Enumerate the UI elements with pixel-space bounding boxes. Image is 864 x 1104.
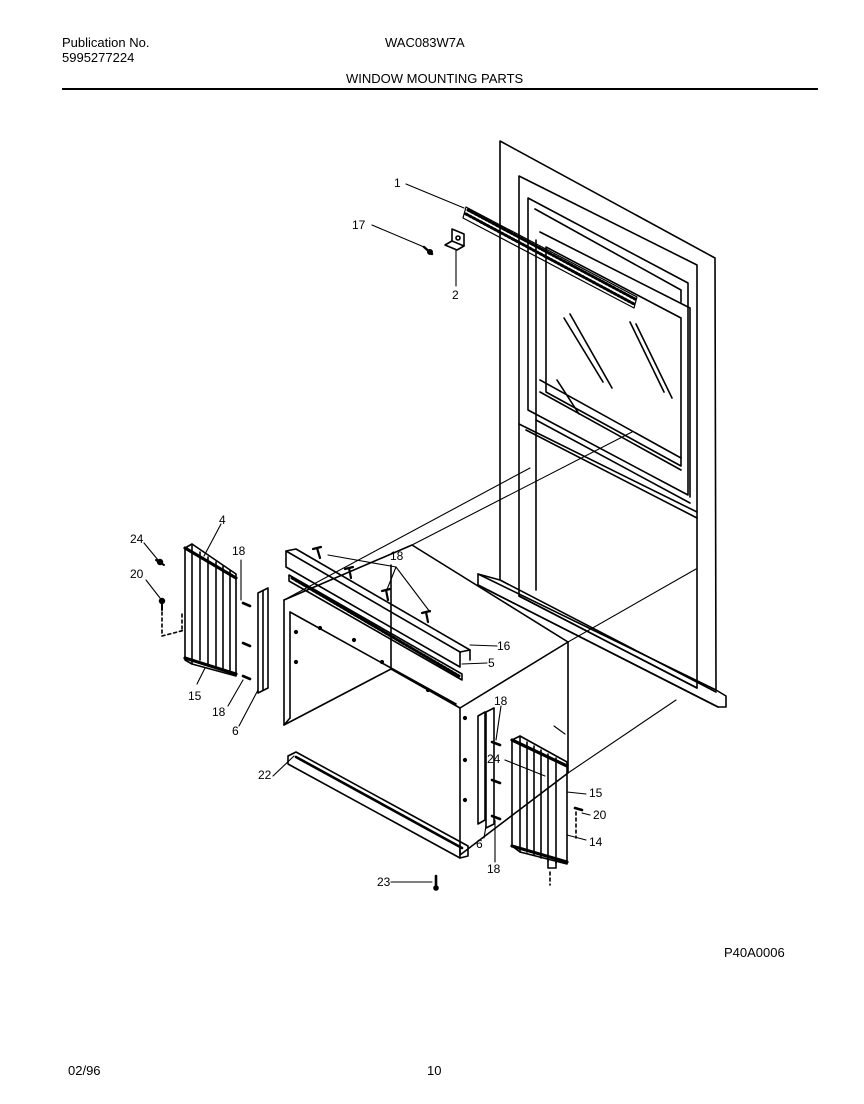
leader-lines xyxy=(143,183,591,883)
callout-24-left: 24 xyxy=(130,532,144,546)
projection-lines xyxy=(283,431,697,774)
callout-20-right: 20 xyxy=(593,808,607,822)
callout-15-left: 15 xyxy=(188,689,202,703)
window-frame xyxy=(477,140,727,708)
callout-labels: 1 17 2 4 24 20 18 18 15 18 6 16 5 18 24 … xyxy=(130,176,607,889)
callout-18-left-top: 18 xyxy=(232,544,246,558)
callout-23: 23 xyxy=(377,875,391,889)
sill-rail xyxy=(287,751,469,859)
top-seal-strip xyxy=(462,206,638,309)
callout-24-right: 24 xyxy=(487,752,501,766)
left-screws xyxy=(155,558,252,681)
callout-18-left-bottom: 18 xyxy=(212,705,226,719)
callout-22: 22 xyxy=(258,768,272,782)
footer-date: 02/96 xyxy=(68,1063,101,1078)
callout-15-right: 15 xyxy=(589,786,603,800)
callout-2: 2 xyxy=(452,288,459,302)
model-number: WAC083W7A xyxy=(385,35,465,50)
callout-17: 17 xyxy=(352,218,366,232)
right-screws xyxy=(490,740,584,839)
callout-18-right-top: 18 xyxy=(494,694,508,708)
bracket-screw xyxy=(422,245,434,256)
page-number: 10 xyxy=(427,1063,442,1078)
callout-4: 4 xyxy=(219,513,226,527)
callout-16: 16 xyxy=(497,639,511,653)
callout-14: 14 xyxy=(589,835,603,849)
sill-screw xyxy=(433,874,439,891)
section-title: WINDOW MOUNTING PARTS xyxy=(346,71,524,86)
publication-label: Publication No. xyxy=(62,35,150,50)
callout-1: 1 xyxy=(394,176,401,190)
top-mounting-rail xyxy=(285,548,471,681)
publication-number: 5995277224 xyxy=(62,50,135,65)
figure-code: P40A0006 xyxy=(724,945,785,960)
window-lock-bracket xyxy=(444,228,465,251)
callout-5: 5 xyxy=(488,656,495,670)
callout-6-left: 6 xyxy=(232,724,239,738)
callout-6-right: 6 xyxy=(476,837,483,851)
right-side-seal xyxy=(485,707,495,829)
cabinet xyxy=(283,544,569,856)
rail-screws xyxy=(311,545,432,624)
callout-20-left: 20 xyxy=(130,567,144,581)
right-side-curtain xyxy=(510,735,569,886)
left-side-curtain xyxy=(181,543,238,677)
callout-18-rail: 18 xyxy=(390,549,404,563)
callout-18-right-bottom: 18 xyxy=(487,862,501,876)
header-rule xyxy=(62,88,818,90)
left-side-seal xyxy=(257,587,269,694)
